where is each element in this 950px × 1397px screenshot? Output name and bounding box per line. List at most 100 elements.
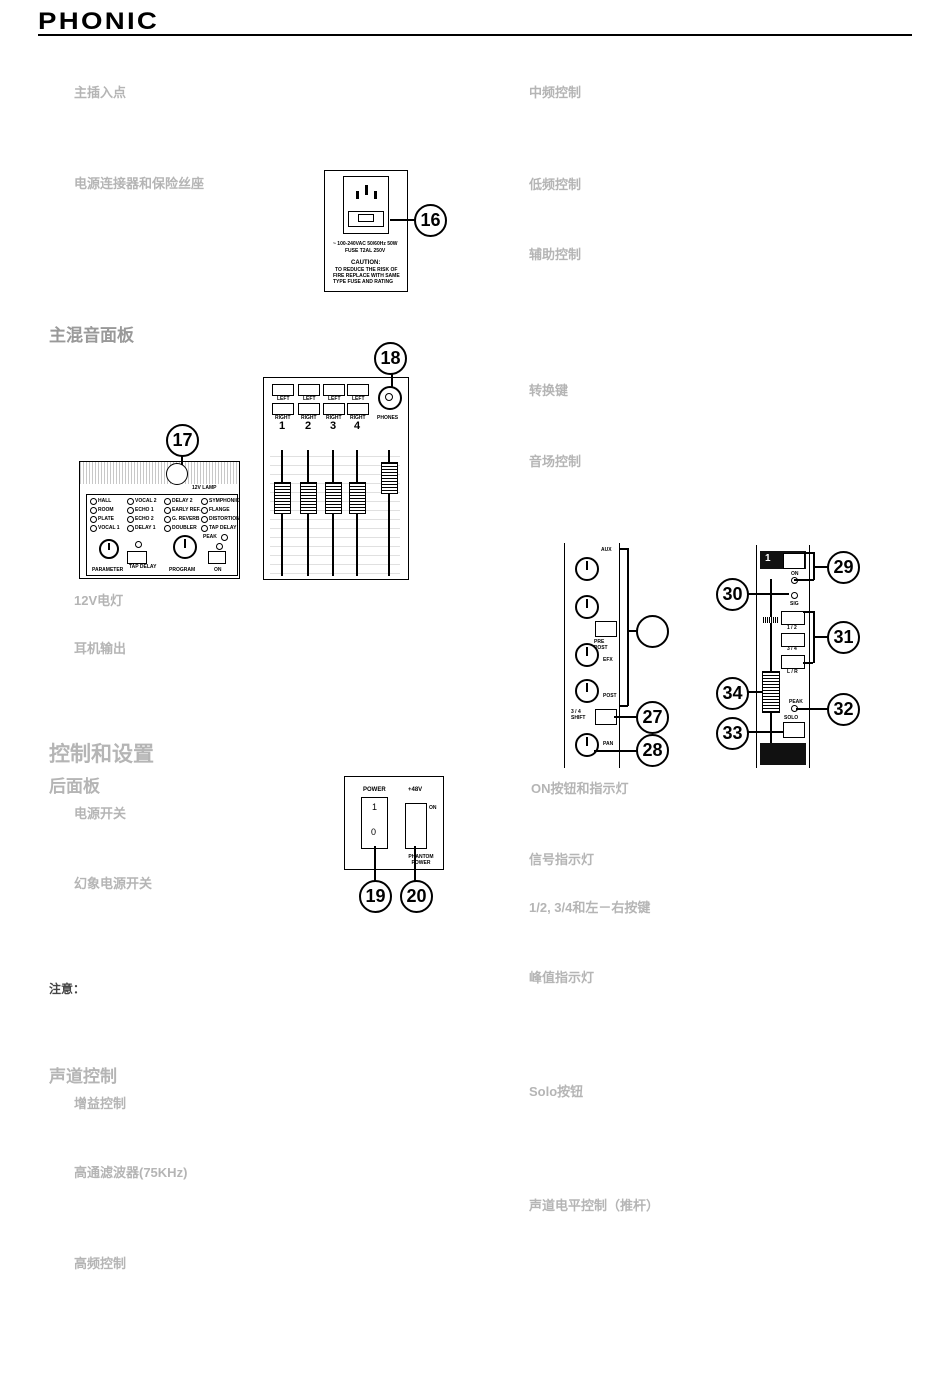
phantom-switch[interactable]	[405, 803, 427, 849]
lamp-socket	[166, 463, 188, 485]
preset-tap-delay: TAP DELAY	[209, 525, 237, 531]
power-connector-heading: 电源连接器和保险丝座	[74, 176, 205, 191]
caution-title: CAUTION:	[351, 260, 381, 266]
effects-panel-figure: 12V LAMP HALL ROOM PLATE VOCAL 1 VOCAL 2…	[79, 461, 240, 579]
aux1-knob[interactable]	[575, 557, 599, 581]
preset-g-reverb: G. REVERB	[172, 516, 200, 522]
solo-label: SOLO	[784, 715, 799, 721]
channel-fader[interactable]	[762, 671, 780, 713]
preset-vocal2: VOCAL 2	[135, 498, 157, 504]
group1-right-label: RIGHT	[275, 415, 291, 421]
peak-label: PEAK	[789, 699, 803, 705]
power-label: POWER	[363, 787, 386, 793]
group4-right-label: RIGHT	[350, 415, 366, 421]
lamp-label: 12V LAMP	[192, 485, 217, 491]
signal-indicator-heading: 信号指示灯	[529, 852, 595, 867]
callout-17: 17	[166, 424, 199, 457]
voltage-text: ~ 100-240VAC 50/60Hz 50W	[333, 241, 398, 247]
preset-delay2: DELAY 2	[172, 498, 193, 504]
group2-fader[interactable]	[300, 482, 317, 514]
program-knob[interactable]	[173, 535, 197, 559]
parameter-knob[interactable]	[99, 539, 119, 559]
preset-early-ref: EARLY REF.	[172, 507, 201, 513]
lamp-heading: 12V电灯	[74, 593, 124, 608]
caution-line-3: TYPE FUSE AND RATING	[333, 279, 394, 285]
solo-button[interactable]	[783, 722, 805, 738]
main-fader[interactable]	[381, 462, 398, 494]
gain-control-heading: 增益控制	[74, 1096, 127, 1111]
callout-18: 18	[374, 342, 407, 375]
route-lr-button[interactable]	[781, 655, 805, 669]
channel-aux-figure: AUX PRE POST EFX POST 3 / 4 SHIFT PAN	[564, 543, 620, 768]
rear-switches-figure: POWER +48V 1 0 ON PHANTOM POWER	[344, 776, 444, 870]
low-control-heading: 低频控制	[529, 177, 582, 192]
effects-on-label: ON	[214, 567, 222, 573]
channel-strip-figure: 1 ON SIG 1 / 2 3 / 4 L / R PEAK SOLO	[756, 545, 810, 768]
aux2-knob[interactable]	[575, 595, 599, 619]
rear-panel-title: 后面板	[49, 777, 100, 796]
group1-left-label: LEFT	[277, 396, 290, 402]
effects-on-button[interactable]	[208, 551, 226, 564]
group3-fader[interactable]	[325, 482, 342, 514]
program-label: PROGRAM	[169, 567, 196, 573]
treble-heading: 高频控制	[74, 1256, 127, 1271]
brand-logo: PHONIC	[38, 8, 160, 35]
channel-on-button[interactable]	[783, 553, 805, 569]
callout-20: 20	[400, 880, 433, 913]
power-switch[interactable]: 1 0	[361, 797, 388, 849]
pre-post-label: PRE POST	[594, 639, 608, 651]
callout-29: 29	[827, 551, 860, 584]
callout-16: 16	[414, 204, 447, 237]
preset-echo2: ECHO 2	[135, 516, 154, 522]
note-label: 注意：	[49, 982, 86, 996]
route-34-button[interactable]	[781, 633, 805, 647]
group3-left-label: LEFT	[328, 396, 341, 402]
callout-32: 32	[827, 693, 860, 726]
callout-34: 34	[716, 677, 749, 710]
preset-doubler: DOUBLER	[172, 525, 197, 531]
preset-plate: PLATE	[98, 516, 115, 522]
route-12-label: 1 / 2	[787, 625, 797, 631]
headphone-heading: 耳机输出	[74, 641, 127, 656]
group-number-2: 2	[305, 420, 312, 432]
group2-right-label: RIGHT	[301, 415, 317, 421]
route-lr-label: L / R	[787, 669, 798, 675]
pan-control-heading: 音场控制	[529, 454, 582, 469]
channel-number: 1	[765, 553, 771, 564]
main-insert-heading: 主插入点	[74, 85, 127, 100]
preset-hall: HALL	[98, 498, 112, 504]
preset-room: ROOM	[98, 507, 114, 513]
tap-delay-button[interactable]	[127, 551, 147, 564]
parameter-label: PARAMETER	[92, 567, 124, 573]
group2-left-label: LEFT	[303, 396, 316, 402]
on-label: ON	[791, 571, 799, 577]
preset-echo1: ECHO 1	[135, 507, 154, 513]
caution-line-2: FIRE REPLACE WITH SAME	[333, 273, 400, 279]
aux-control-heading: 辅助控制	[529, 247, 582, 262]
callout-33: 33	[716, 717, 749, 750]
on-button-heading: ON按钮和指示灯	[531, 781, 629, 796]
power-connector-figure: ~ 100-240VAC 50/60Hz 50W FUSE T2AL 250V …	[324, 170, 408, 292]
aux4-knob[interactable]	[575, 679, 599, 703]
aux-label: AUX	[601, 547, 612, 553]
preset-vocal1: VOCAL 1	[98, 525, 120, 531]
pan-knob[interactable]	[575, 733, 599, 757]
phones-jack[interactable]	[378, 386, 402, 410]
master-section-figure: LEFT LEFT LEFT LEFT RIGHT RIGHT RIGHT RI…	[263, 377, 409, 580]
phantom-switch-heading: 幻象电源开关	[74, 876, 153, 891]
group4-fader[interactable]	[349, 482, 366, 514]
iec-socket	[343, 176, 389, 234]
aux3-knob[interactable]	[575, 643, 599, 667]
group-number-4: 4	[354, 420, 361, 432]
callout-30: 30	[716, 578, 749, 611]
pre-post-button[interactable]	[595, 621, 617, 637]
solo-button-heading: Solo按钮	[529, 1084, 584, 1099]
tap-delay-label: TAP DELAY	[129, 564, 157, 570]
peak-label: PEAK	[203, 534, 217, 540]
route-12-button[interactable]	[781, 611, 805, 625]
group1-fader[interactable]	[274, 482, 291, 514]
channel-controls-title: 声道控制	[49, 1067, 117, 1086]
preset-symphonic: SYMPHONIC	[209, 498, 240, 504]
pan-label: PAN	[603, 741, 614, 747]
mid-control-heading: 中频控制	[529, 85, 582, 100]
